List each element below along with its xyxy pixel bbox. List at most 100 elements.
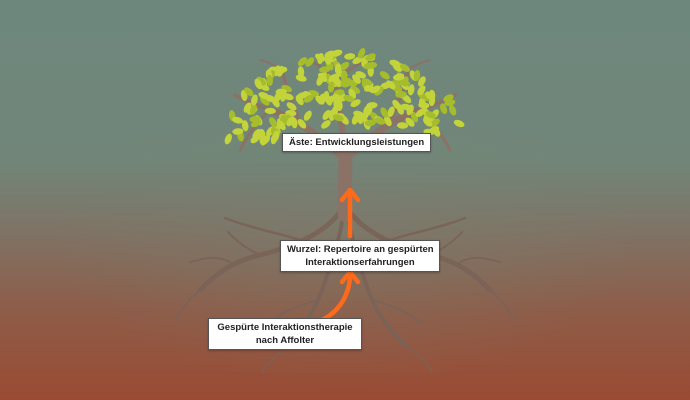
leaf xyxy=(364,119,376,127)
leaf xyxy=(286,116,295,127)
leaf xyxy=(241,120,249,132)
leaf xyxy=(243,102,252,113)
leaf xyxy=(342,79,353,88)
leaf xyxy=(389,59,401,67)
leaf xyxy=(352,74,361,84)
branches-label: Äste: Entwicklungsleistungen xyxy=(282,133,432,152)
leaf xyxy=(405,117,415,127)
leaf xyxy=(423,117,433,127)
leaf xyxy=(351,114,360,125)
leaf xyxy=(418,76,426,87)
leaf xyxy=(265,94,276,103)
leaf xyxy=(319,66,331,73)
leaf xyxy=(374,86,384,96)
leaf xyxy=(244,87,254,97)
leaf xyxy=(413,70,421,82)
leaf xyxy=(425,111,436,119)
leaf xyxy=(370,85,381,94)
leaf xyxy=(297,119,307,129)
leaf xyxy=(361,78,373,86)
leaf xyxy=(272,130,280,142)
leaf xyxy=(417,85,426,96)
leaf xyxy=(261,135,271,145)
leaf xyxy=(275,88,287,96)
leaf xyxy=(305,57,315,67)
leaf xyxy=(453,119,465,128)
leaf xyxy=(295,74,307,82)
leaf xyxy=(250,134,261,144)
leaf xyxy=(344,53,356,60)
leaf xyxy=(249,103,257,115)
leaf xyxy=(379,71,390,80)
leaf xyxy=(286,102,297,111)
leaf xyxy=(443,94,454,102)
leaf xyxy=(398,79,411,87)
leaf xyxy=(249,115,261,123)
leaf xyxy=(297,66,305,78)
leaf xyxy=(321,120,331,129)
leaf xyxy=(359,112,369,122)
leaf xyxy=(232,116,243,124)
roots-label: Wurzel: Repertoire an gespürten Interakt… xyxy=(280,240,440,272)
leaf xyxy=(363,62,375,70)
leaf xyxy=(386,80,396,90)
leaf xyxy=(332,114,344,122)
leaf xyxy=(326,50,335,62)
leaf xyxy=(260,96,270,106)
leaf xyxy=(396,122,409,129)
therapy-label-line2: nach Affolter xyxy=(255,335,315,346)
leaf xyxy=(395,91,407,98)
leaf xyxy=(332,93,343,103)
therapy-label-line1: Gespürte Interaktionstherapie xyxy=(217,322,353,333)
leaf xyxy=(266,74,273,87)
leaf xyxy=(277,120,286,131)
leaf xyxy=(430,118,440,128)
leaf xyxy=(264,107,276,115)
leaf xyxy=(268,117,278,128)
leaf xyxy=(318,72,328,82)
leaf xyxy=(317,93,326,105)
leaf xyxy=(328,81,335,93)
leaf xyxy=(282,93,294,101)
leaf xyxy=(374,117,386,125)
leaf xyxy=(380,107,389,118)
leaf xyxy=(339,61,350,71)
roots-label-line2: Interaktionserfahrungen xyxy=(305,257,415,268)
leaf xyxy=(296,92,308,100)
leaf xyxy=(232,128,244,135)
leaf xyxy=(256,76,266,86)
leaf xyxy=(428,126,440,134)
leaf xyxy=(297,57,308,67)
leaf xyxy=(303,110,312,121)
leaf xyxy=(365,53,376,61)
branches-label-text: Äste: Entwicklungsleistungen xyxy=(289,137,425,148)
leaf xyxy=(343,94,355,103)
leaf xyxy=(407,84,415,96)
leaf xyxy=(440,103,448,115)
leaf xyxy=(333,76,342,88)
leaf xyxy=(384,115,392,127)
leaf xyxy=(366,102,378,109)
therapy-label: Gespürte Interaktionstherapie nach Affol… xyxy=(208,318,362,350)
roots-label-line1: Wurzel: Repertoire an gespürten xyxy=(287,244,434,255)
leaf xyxy=(322,110,331,120)
leaf xyxy=(392,99,401,110)
leaf xyxy=(334,63,342,75)
leaf xyxy=(406,104,414,116)
leaf xyxy=(340,70,348,82)
leaf xyxy=(357,48,366,59)
tree-leaves xyxy=(224,48,465,146)
leaf xyxy=(303,94,314,103)
leaf xyxy=(251,94,258,106)
leaf xyxy=(399,63,411,72)
leaf xyxy=(425,91,435,101)
leaf xyxy=(387,106,395,118)
leaf xyxy=(314,53,326,62)
leaf xyxy=(224,133,232,145)
leaf xyxy=(254,78,263,90)
leaf xyxy=(418,102,430,109)
leaf xyxy=(415,108,426,117)
leaf xyxy=(449,104,457,116)
